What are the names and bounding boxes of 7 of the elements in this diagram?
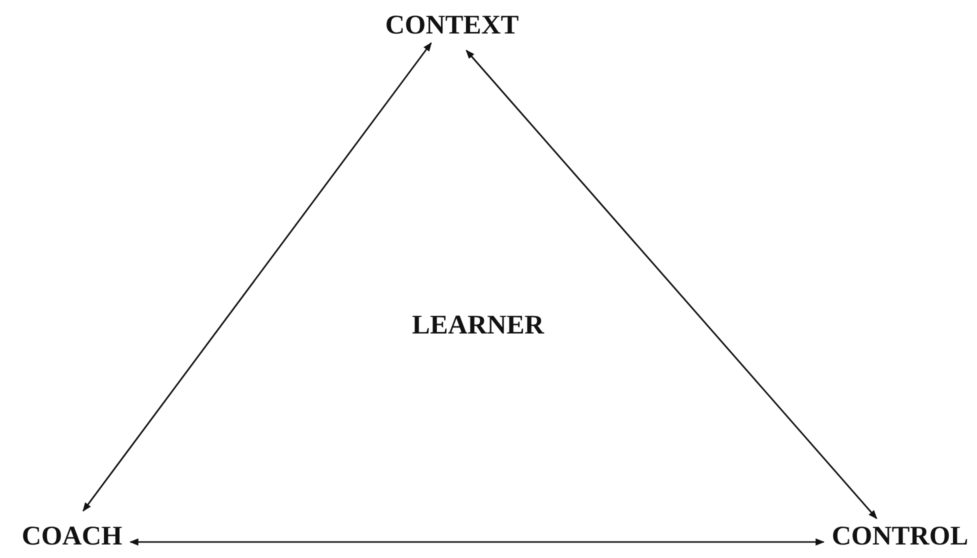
double-headed-arrow: [129, 538, 825, 546]
node-label: COACH: [18, 518, 126, 554]
double-headed-arrow: [82, 42, 432, 512]
node-label: CONTROL: [828, 518, 972, 554]
node-label: CONTEXT: [381, 8, 523, 42]
center-label: LEARNER: [412, 310, 544, 340]
double-headed-arrow: [466, 50, 878, 520]
